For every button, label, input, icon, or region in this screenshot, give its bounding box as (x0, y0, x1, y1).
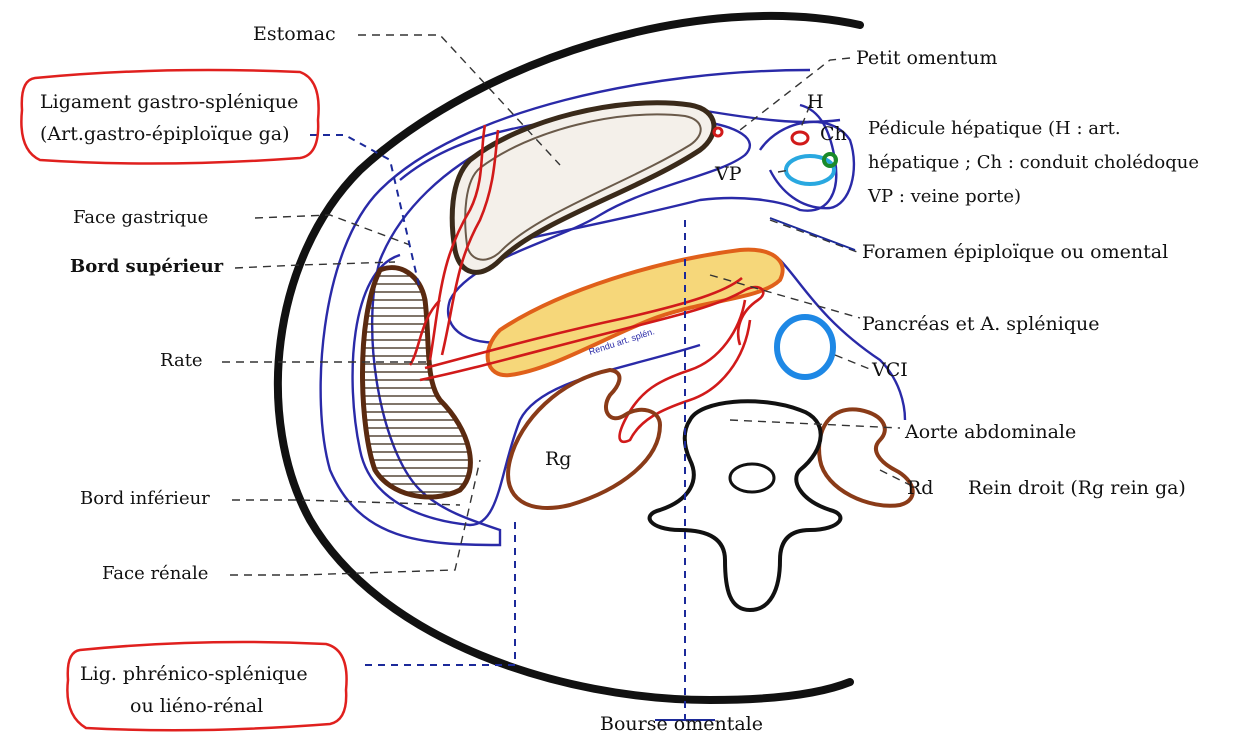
portal-vein (786, 156, 834, 184)
label-foramen: Foramen épiploïque ou omental (862, 241, 1168, 263)
label-lig-phrenico-1: Lig. phrénico-splénique (80, 663, 308, 685)
label-face-renale: Face rénale (102, 563, 208, 584)
leader-bord-inferieur (232, 500, 460, 505)
spleen (363, 268, 471, 497)
vertebral-foramen (730, 464, 774, 492)
leader-face-gastrique (255, 215, 410, 245)
label-vci: VCI (871, 359, 908, 381)
kidney-right (819, 409, 913, 505)
leader-vci (835, 355, 872, 370)
label-face-gastrique: Face gastrique (73, 207, 208, 228)
label-pedicule-3: VP : veine porte) (867, 186, 1021, 207)
vertebra (650, 401, 841, 610)
label-pedicule-1: Pédicule hépatique (H : art. (868, 118, 1121, 139)
label-aorte: Aorte abdominale (904, 421, 1076, 443)
vci-vein (777, 317, 833, 377)
label-ch: Ch (820, 123, 847, 145)
label-petit-omentum: Petit omentum (856, 47, 997, 69)
label-rg: Rg (545, 448, 571, 470)
kidney-left (508, 370, 660, 508)
label-vp: VP (714, 163, 742, 185)
leader-foramen (770, 220, 860, 253)
label-ligament-gs-1: Ligament gastro-splénique (40, 91, 298, 113)
label-bord-inferieur: Bord inférieur (80, 488, 210, 509)
label-bord-superieur: Bord supérieur (70, 256, 224, 277)
callout-ligament-gs (21, 70, 318, 164)
label-rein: Rein droit (Rg rein ga) (968, 477, 1186, 499)
hepatic-artery (792, 132, 808, 144)
label-h: H (807, 91, 824, 113)
leader-bord-superieur (235, 262, 395, 268)
label-bourse: Bourse omentale (600, 713, 763, 735)
label-pedicule-2: hépatique ; Ch : conduit cholédoque (868, 152, 1199, 173)
label-ligament-gs-2: (Art.gastro-épiploïque ga) (40, 123, 290, 145)
label-rate: Rate (160, 350, 203, 371)
left-gastric-dot (714, 128, 722, 136)
callout-lig-phrenico (67, 642, 346, 730)
label-lig-phrenico-2: ou liéno-rénal (130, 695, 263, 717)
label-estomac: Estomac (253, 23, 336, 45)
label-pancreas: Pancréas et A. splénique (862, 313, 1100, 335)
foramen-arrow (770, 218, 855, 250)
label-rd: Rd (907, 477, 933, 499)
